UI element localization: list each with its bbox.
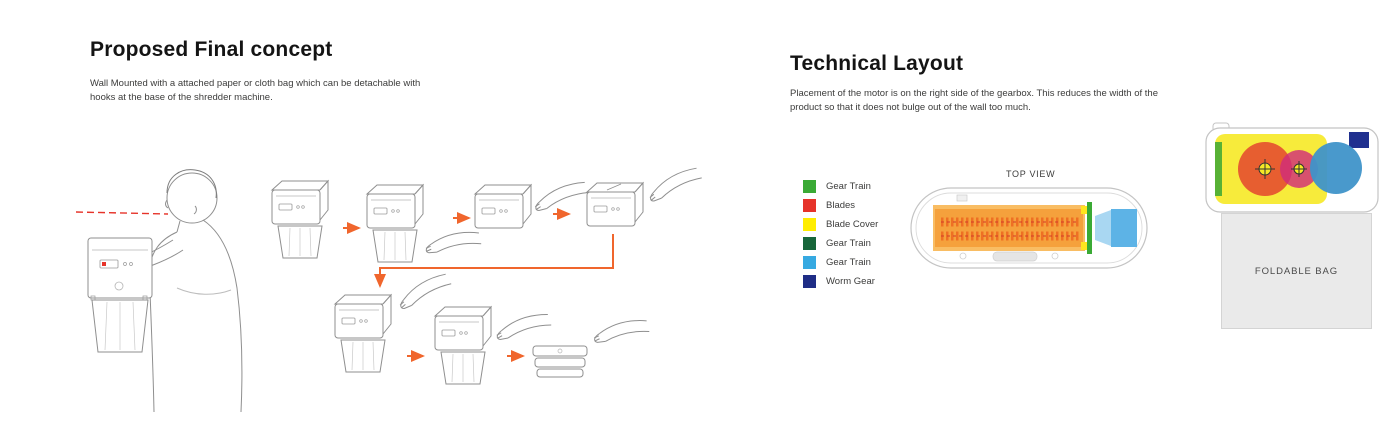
usage-step-3 [474,178,590,229]
technical-section-description: Placement of the motor is on the right s… [790,88,1158,113]
top-view-diagram [910,187,1148,269]
foldable-bag-label: FOLDABLE BAG [1254,265,1339,277]
sightline-dashed-red [75,211,169,215]
usage-step-6 [434,306,552,385]
legend-swatch-gear-train-2 [803,237,816,250]
usage-step-7-folded-bag [532,316,650,378]
legend-swatch-worm-gear [803,275,816,288]
concept-section-description: Wall Mounted with a attached paper or cl… [90,78,421,103]
legend-label: Gear Train [826,238,871,249]
legend-label: Gear Train [826,181,871,192]
foldable-bag-box: FOLDABLE BAG [1221,213,1372,329]
gear-train-strip [1081,202,1092,254]
legend-label: Worm Gear [826,276,875,287]
legend-label: Blade Cover [826,219,879,230]
usage-step-5 [334,270,452,373]
legend-item: Worm Gear [803,272,878,291]
legend-swatch-blades [803,199,816,212]
legend-item: Gear Train [803,253,878,272]
legend-item: Gear Train [803,234,878,253]
usage-step-4 [586,164,703,227]
main-shredder-sketch [87,237,153,353]
legend-label: Blades [826,200,856,211]
usage-step-2 [366,184,482,263]
legend-item: Gear Train [803,177,878,196]
top-view-label: TOP VIEW [1006,169,1056,179]
blade-cover-block [933,205,1085,251]
side-view-overlay-diagram [1205,122,1379,213]
legend-item: Blade Cover [803,215,878,234]
motor-block [1095,209,1137,247]
concept-sketch-illustration [75,164,703,413]
overlay-components [1215,132,1369,204]
legend-swatch-gear-train-1 [803,180,816,193]
technical-section-title: Technical Layout [790,52,964,75]
legend-label: Gear Train [826,257,871,268]
usage-step-1 [271,180,329,259]
flow-connector-down [374,234,614,288]
legend-swatch-gear-train-3 [803,256,816,269]
legend-item: Blades [803,196,878,215]
legend: Gear Train Blades Blade Cover Gear Train… [803,177,878,291]
legend-swatch-blade-cover [803,218,816,231]
concept-section-title: Proposed Final concept [90,38,333,61]
